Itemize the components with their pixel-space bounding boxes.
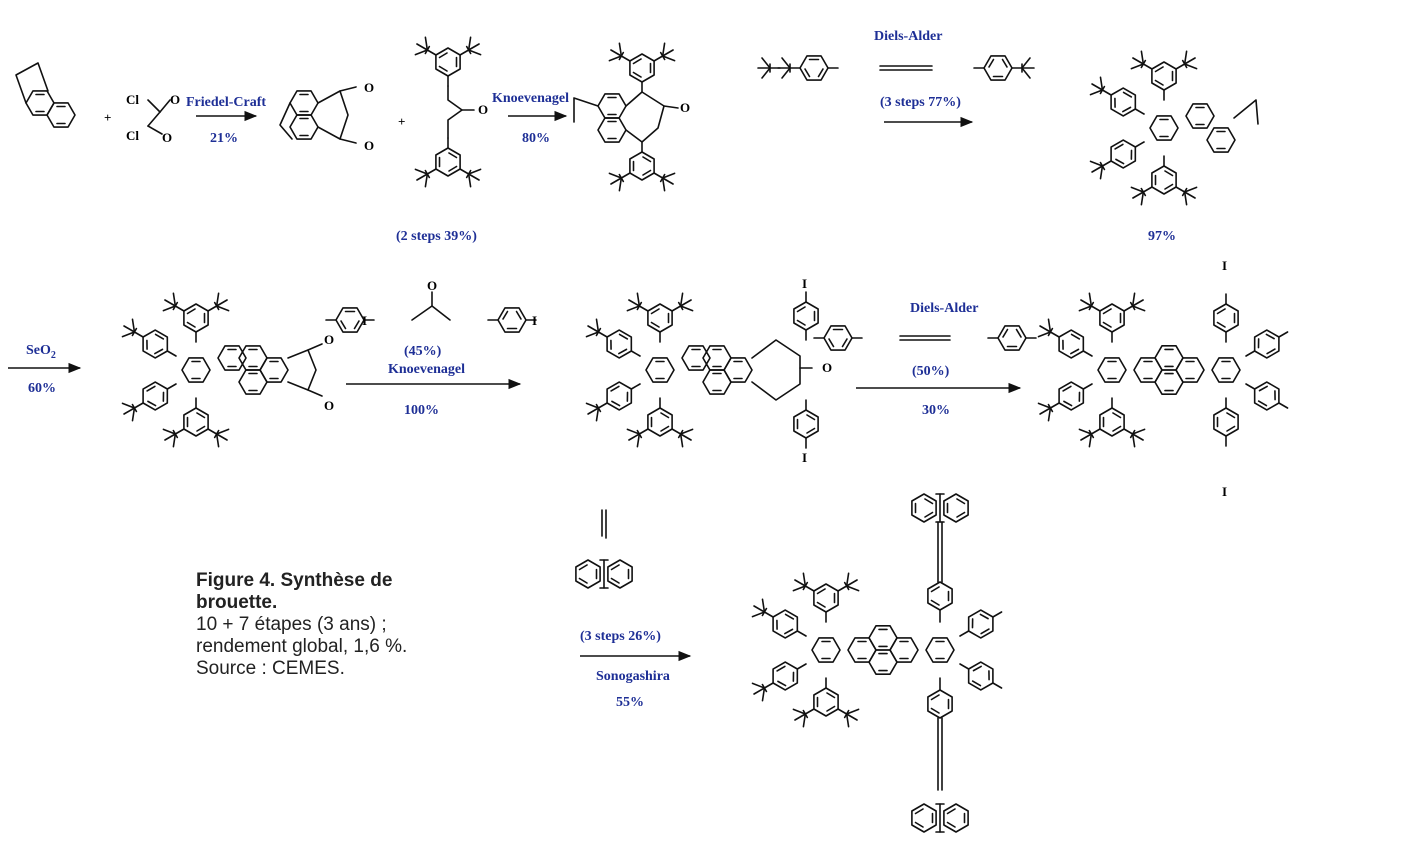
cyclopentadienone-1-o: O bbox=[680, 100, 690, 115]
oxalyl-o-1: O bbox=[170, 92, 180, 107]
diketone-structure bbox=[279, 86, 357, 144]
ketone-o: O bbox=[478, 102, 488, 117]
product-i-top: I bbox=[1222, 258, 1227, 273]
diels-alder-2-label: Diels-Alder bbox=[910, 301, 978, 316]
seo2-yield: 60% bbox=[28, 381, 56, 396]
cyclopentadienone-2-i-top: I bbox=[802, 276, 807, 291]
dione-o-1: O bbox=[364, 80, 374, 95]
row2-dione-o-1: O bbox=[324, 332, 334, 347]
acenaphthene-structure bbox=[15, 62, 76, 128]
caption-line-1: 10 + 7 étapes (3 ans) ; bbox=[196, 614, 387, 635]
plus-sign-1: + bbox=[104, 110, 111, 125]
hexaarylbenzene-dione-structure bbox=[118, 291, 323, 448]
sonogashira-label: Sonogashira bbox=[596, 669, 670, 684]
oxalyl-o-2: O bbox=[162, 130, 172, 145]
dione-o-2: O bbox=[364, 138, 374, 153]
knoevenagel-1-yield: 80% bbox=[522, 131, 550, 146]
diels-alder-1-label: Diels-Alder bbox=[874, 29, 942, 44]
diels-alder-1-yield: (3 steps 77%) bbox=[880, 95, 961, 110]
knoevenagel-2-pre-yield: (45%) bbox=[404, 344, 442, 359]
knoevenagel-2-yield: 100% bbox=[404, 403, 439, 418]
yield-97: 97% bbox=[1148, 229, 1176, 244]
caption-title-line-2: brouette. bbox=[196, 592, 278, 613]
ditolylacetylene bbox=[814, 326, 1036, 350]
product-i-bottom: I bbox=[1222, 484, 1227, 499]
nanowheelbarrow-structure bbox=[748, 494, 1008, 832]
caption-line-2: rendement global, 1,6 %. bbox=[196, 636, 408, 657]
triptycene-acetylene-reagent bbox=[576, 509, 632, 588]
hexaarylbenzene-1-structure bbox=[1086, 49, 1259, 206]
diiodobenzyl-ketone-structure bbox=[326, 291, 536, 332]
diiodo-i-2: I bbox=[532, 313, 537, 328]
diels-alder-2-yield: 30% bbox=[922, 403, 950, 418]
knoevenagel-2-label: Knoevenagel bbox=[388, 362, 465, 377]
caption-title-line-1: Figure 4. Synthèse de bbox=[196, 570, 393, 591]
bis-tbu-diphenylacetylene bbox=[757, 56, 1034, 80]
diiodo-o: O bbox=[427, 278, 437, 293]
sonogashira-pre-yield: (3 steps 26%) bbox=[580, 629, 661, 644]
knoevenagel-1-label: Knoevenagel bbox=[492, 91, 569, 106]
oxalyl-cl-2: Cl bbox=[126, 128, 139, 143]
sonogashira-yield: 55% bbox=[616, 695, 644, 710]
diaryl-ketone-structure bbox=[412, 35, 484, 188]
cyclopentadienone-2-o: O bbox=[822, 360, 832, 375]
two-steps-yield: (2 steps 39%) bbox=[396, 229, 477, 244]
diels-alder-2-pre-yield: (50%) bbox=[912, 364, 950, 379]
cyclopentadienone-2-structure bbox=[582, 291, 818, 448]
seo2-label: SeO2 bbox=[26, 343, 56, 361]
oxalyl-cl-1: Cl bbox=[126, 92, 139, 107]
plus-sign-2: + bbox=[398, 114, 405, 129]
cyclopentadienone-1-structure bbox=[573, 41, 678, 192]
diiodo-core-structure bbox=[1034, 291, 1294, 448]
friedel-craft-yield: 21% bbox=[210, 131, 238, 146]
diiodo-i-1: I bbox=[362, 313, 367, 328]
friedel-craft-label: Friedel-Craft bbox=[186, 95, 266, 110]
caption-line-3: Source : CEMES. bbox=[196, 658, 345, 679]
cyclopentadienone-2-i-bottom: I bbox=[802, 450, 807, 465]
figure-caption: Figure 4. Synthèse de brouette. 10 + 7 é… bbox=[196, 570, 516, 680]
oxalyl-chloride-structure bbox=[147, 99, 171, 135]
row2-dione-o-2: O bbox=[324, 398, 334, 413]
